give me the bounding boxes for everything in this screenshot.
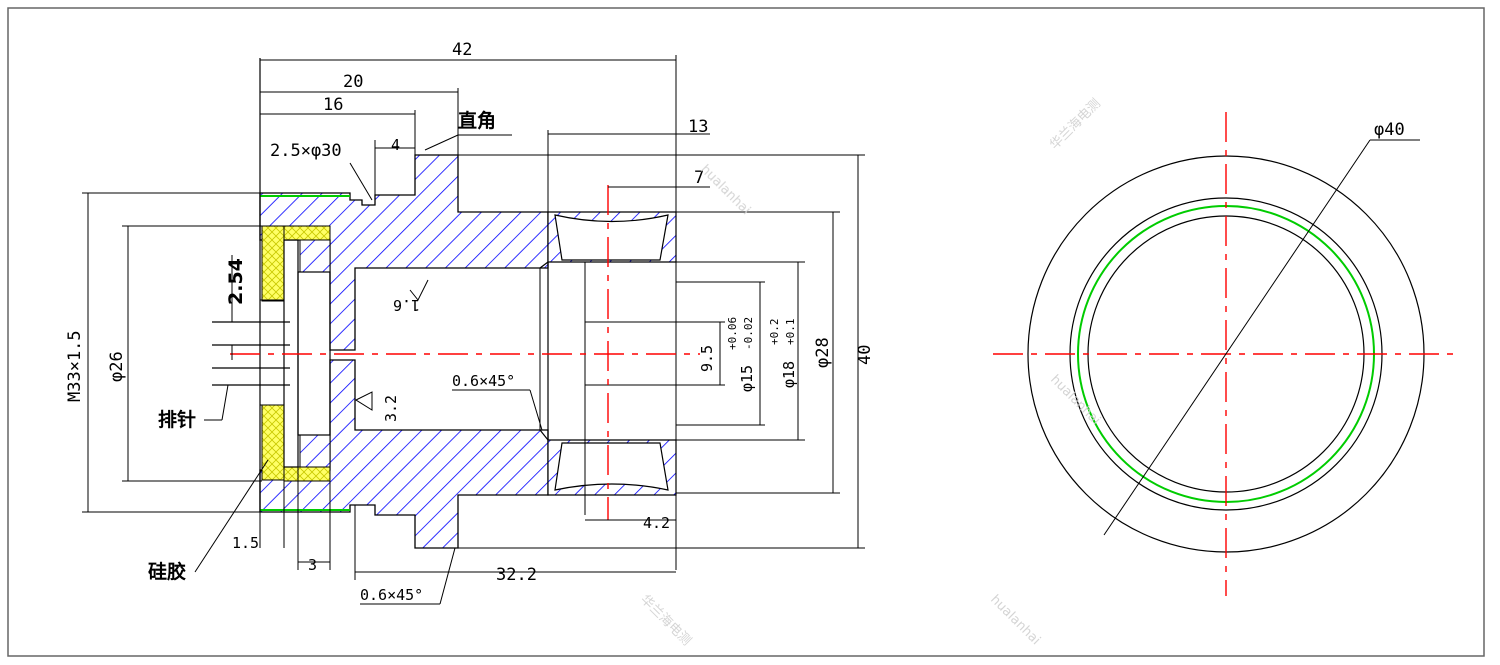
dim-40: 40 (855, 345, 875, 365)
dim-phi18-tol-dn: +0.1 (784, 319, 797, 346)
watermark-pinyin-3: hualanhai (987, 592, 1043, 648)
groove-upper (554, 214, 669, 261)
silicone-top-strip (283, 225, 331, 241)
dim-phi15-tol-up: +0.06 (726, 317, 739, 350)
dim-2-54: 2.54 (225, 258, 247, 305)
groove-lower (554, 442, 669, 491)
phi40-leader (1103, 139, 1371, 536)
pcb-hatch-lower (299, 434, 331, 468)
watermark-brand-1: 华兰海电测 (1047, 96, 1104, 153)
silicone-upper (261, 225, 285, 302)
dim-phi18-tol-up: +0.2 (768, 319, 781, 346)
dim-16: 16 (323, 95, 343, 115)
dim-phi40: φ40 (1374, 120, 1405, 140)
dim-13: 13 (688, 117, 708, 137)
dim-phi15: φ15 (738, 365, 756, 392)
roughness-symbol-2 (354, 391, 373, 411)
dim-chamfer-bottom: 0.6×45° (360, 586, 423, 604)
pcb-hatch-upper (299, 239, 331, 273)
drawing-frame (7, 7, 1485, 657)
silicone-lower (261, 404, 285, 481)
roughness-symbol-1 (409, 279, 429, 301)
dim-chamfer-bore: 0.6×45° (452, 372, 515, 390)
label-silicone: 硅胶 (148, 560, 186, 583)
roughness-1-6: 1.6 (393, 296, 420, 314)
dim-4-2: 4.2 (643, 514, 670, 532)
dim-4: 4 (391, 136, 400, 154)
watermark-pinyin-2: hualanhai (1047, 372, 1103, 428)
dim-32-2: 32.2 (496, 565, 537, 585)
section-view: 42 20 16 4 2.5×φ30 直角 13 7 40 φ28 (65, 40, 875, 605)
dim-9-5: 9.5 (698, 345, 716, 372)
dim-phi15-tol-dn: -0.02 (742, 317, 755, 350)
dim-3: 3 (308, 556, 317, 574)
dim-groove: 2.5×φ30 (270, 141, 342, 161)
watermark-pinyin-1: hualanhai (697, 162, 753, 218)
silicone-bottom-strip (283, 466, 331, 482)
dim-7: 7 (694, 168, 704, 188)
label-pin: 排针 (158, 408, 196, 431)
label-right-angle: 直角 (458, 109, 496, 132)
dim-phi26: φ26 (107, 351, 127, 382)
dim-m33: M33×1.5 (65, 330, 85, 402)
dim-phi18: φ18 (780, 361, 798, 388)
end-view: φ40 (993, 112, 1458, 596)
dim-phi28: φ28 (813, 337, 833, 368)
roughness-3-2: 3.2 (382, 395, 400, 422)
watermark-brand-2: 华兰海电测 (637, 592, 694, 649)
dim-20: 20 (343, 72, 363, 92)
dim-42: 42 (452, 40, 472, 60)
dim-1-5: 1.5 (232, 534, 259, 552)
